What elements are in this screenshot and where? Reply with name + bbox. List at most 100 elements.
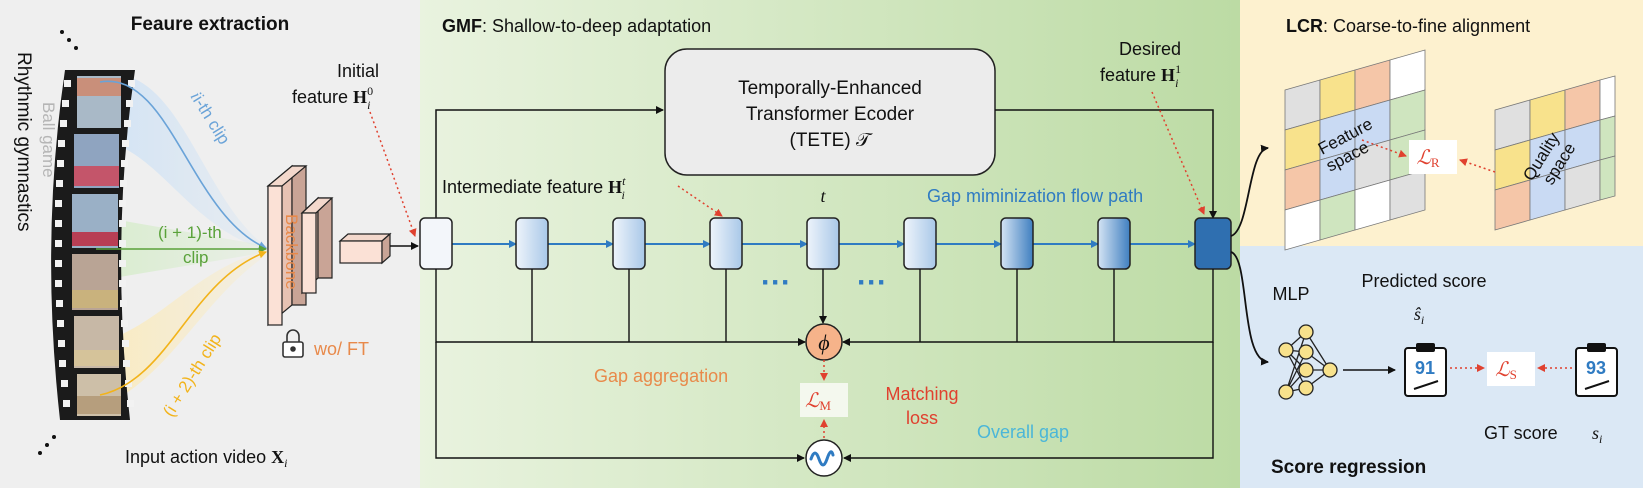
- pred-sub: i: [1421, 313, 1424, 327]
- feature-node-5: [903, 217, 937, 270]
- initial-sub: i: [367, 98, 370, 112]
- score-panel-title: Score regression: [1271, 457, 1426, 478]
- initial-sup: 0: [367, 84, 373, 98]
- loss-m-symbol: ℒM: [805, 390, 831, 413]
- gt-value: 93: [1586, 358, 1606, 378]
- loss-r-sub: R: [1431, 155, 1440, 170]
- video-math: X: [271, 447, 284, 467]
- overall-gap-lines: [435, 342, 1214, 462]
- mlp-nodes: [1278, 324, 1338, 400]
- tete-line-3: (TETE) 𝒯: [789, 130, 872, 151]
- intermediate-pointer: [677, 185, 723, 217]
- mlp-network-icon: [1285, 331, 1331, 393]
- gap-aggregation-label: Gap aggregation: [594, 366, 728, 386]
- video-label: Input action video Xi: [125, 447, 287, 470]
- matching-loss-box: [800, 383, 848, 417]
- loss-m-sub: M: [819, 398, 831, 413]
- wave-icon: [809, 450, 835, 467]
- desired-sup: 1: [1175, 62, 1181, 76]
- matching-label-1: Matching: [885, 384, 958, 404]
- tete-input-path: [435, 106, 664, 218]
- clip-3-curve: [99, 250, 267, 396]
- quality-to-loss-pointer: [1459, 158, 1496, 173]
- feature-panel-title: Feaure extraction: [131, 14, 289, 35]
- loss-r-symbol: ℒR: [1416, 147, 1439, 170]
- lcr-title-bold: LCR: [1286, 16, 1323, 36]
- initial-text: feature: [292, 87, 353, 107]
- gmf-title-bold: GMF: [442, 16, 482, 36]
- gt-clipboard-icon: [1575, 343, 1618, 397]
- lcr-panel-title: LCR: Coarse-to-fine alignment: [1286, 16, 1530, 36]
- feature-node-7: [1097, 217, 1131, 270]
- film-strip: [51, 70, 135, 420]
- pred-math: ŝ: [1414, 304, 1422, 324]
- gmf-panel-title: GMF: Shallow-to-deep adaptation: [442, 16, 711, 36]
- gt-label: GT score: [1484, 423, 1558, 443]
- backbone-block: [266, 164, 392, 327]
- gt-sub: i: [1599, 432, 1602, 446]
- tete-box: [664, 48, 996, 176]
- flow-path-label: Gap miminization flow path: [927, 186, 1143, 206]
- tete-line-1: Temporally-Enhanced: [738, 78, 922, 99]
- pred-symbol: ŝi: [1414, 304, 1424, 327]
- gmf-title-rest: : Shallow-to-deep adaptation: [482, 16, 711, 36]
- clip-2-label-b: clip: [183, 248, 209, 267]
- category-rhythmic: Rhythmic gymnastics: [13, 52, 34, 232]
- feature-node-2: [612, 217, 646, 270]
- gt-symbol: si: [1592, 423, 1602, 446]
- lock-icon: [282, 329, 304, 358]
- to-lcr-arrow: [1230, 144, 1269, 237]
- ellipsis-flow-left: ···: [761, 266, 791, 299]
- video-text: Input action video: [125, 447, 271, 467]
- t-label: t: [820, 186, 826, 206]
- desired-sub: i: [1175, 76, 1178, 90]
- quality-space-grid: [1494, 75, 1616, 231]
- initial-label-a: Initial: [337, 61, 379, 81]
- ellipsis-bottom-icon: [38, 435, 56, 455]
- tete-output-path: [995, 109, 1217, 219]
- feature-node-6: [1000, 217, 1034, 270]
- overall-gap-label: Overall gap: [977, 422, 1069, 442]
- clip-1-curve: [99, 80, 267, 249]
- intermediate-sub: i: [621, 188, 624, 202]
- phi-symbol: ϕ: [818, 330, 829, 355]
- desired-label-a: Desired: [1119, 39, 1181, 59]
- predicted-label: Predicted score: [1361, 271, 1486, 291]
- desired-math: H: [1161, 65, 1175, 85]
- desired-feature-node: [1194, 217, 1232, 270]
- intermediate-text: Intermediate feature: [442, 177, 608, 197]
- predicted-clipboard-icon: [1404, 343, 1447, 397]
- feature-node-3: [709, 217, 743, 270]
- lcr-title-rest: : Coarse-to-fine alignment: [1323, 16, 1530, 36]
- loss-r-box: [1409, 140, 1457, 174]
- loss-r-l: ℒ: [1416, 147, 1431, 169]
- feature-node-0: [419, 217, 453, 270]
- matching-label-2: loss: [906, 408, 938, 428]
- freeze-label: wo/ FT: [313, 339, 369, 359]
- feature-node-t: [806, 217, 840, 270]
- to-mlp-arrow: [1230, 251, 1269, 366]
- ellipsis-top-icon: [60, 30, 78, 50]
- feature-node-1: [515, 217, 549, 270]
- loss-s-sub: S: [1510, 367, 1517, 382]
- overall-gap-node: [805, 439, 843, 477]
- clip-2-label-a: (i + 1)-th: [158, 223, 222, 242]
- gt-math: s: [1592, 423, 1599, 443]
- video-sub: i: [284, 456, 287, 470]
- tete-line-2: Transformer Ecoder: [746, 104, 915, 125]
- desired-pointer: [1151, 91, 1205, 215]
- category-ball: Ball game: [39, 102, 58, 178]
- ellipsis-flow-right: ···: [857, 266, 887, 299]
- backbone-label: Backbone: [282, 214, 301, 290]
- loss-m-l: ℒ: [805, 390, 820, 412]
- initial-pointer: [369, 111, 417, 237]
- clip-fan-1: [100, 73, 268, 250]
- predicted-value: 91: [1415, 358, 1435, 378]
- intermediate-math: H: [608, 177, 622, 197]
- loss-s-box: [1487, 352, 1535, 386]
